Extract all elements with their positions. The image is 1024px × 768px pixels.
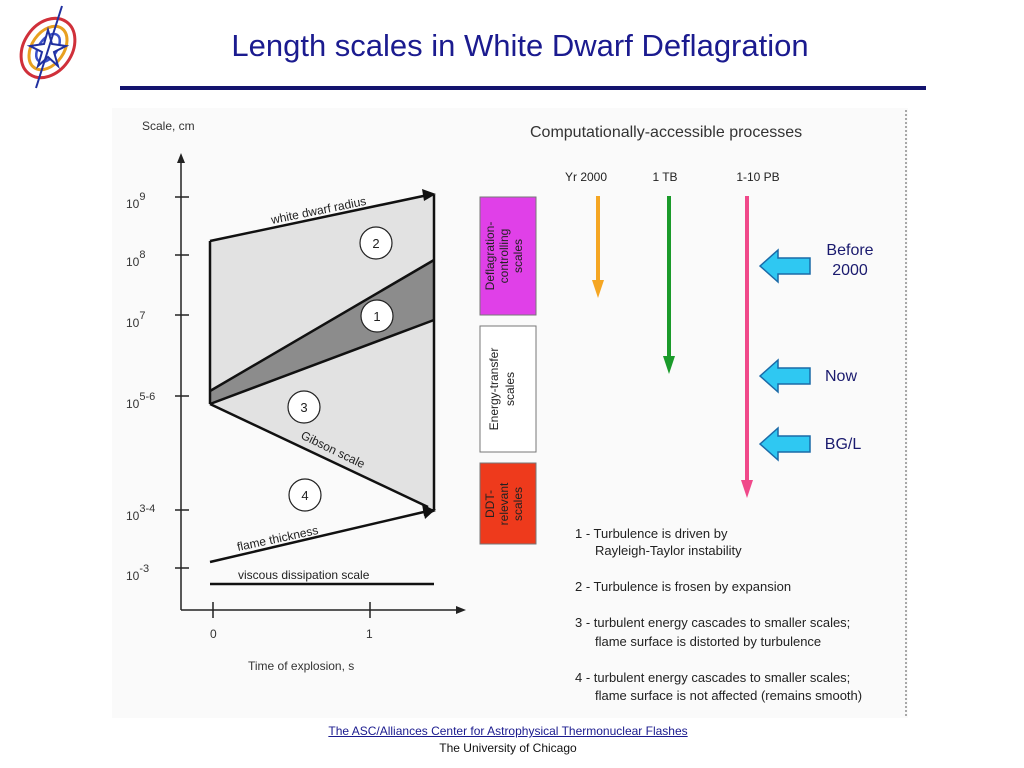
y-axis-label: Scale, cm [142, 119, 195, 133]
note-3-line-2: flame surface is distorted by turbulence [595, 634, 821, 649]
before-2000-arrow-icon [758, 248, 811, 284]
svg-text:scales: scales [511, 239, 525, 273]
svg-text:scales: scales [503, 372, 517, 406]
y-axis-arrowhead [177, 153, 185, 163]
y-tick-label-1e9: 109 [126, 191, 145, 211]
process-label-yr2000: Yr 2000 [565, 170, 607, 184]
note-4-line-2: flame surface is not affected (remains s… [595, 688, 862, 703]
x-tick-label-1: 1 [366, 627, 373, 641]
region-marker-4: 4 [288, 478, 322, 512]
y-tick-label-1e3-4: 103-4 [126, 503, 155, 523]
svg-text:controlling: controlling [497, 229, 511, 284]
white-dwarf-radius-line [209, 193, 429, 243]
viscous-dissipation-label: viscous dissipation scale [238, 568, 370, 582]
region-1-area [210, 260, 434, 404]
y-tick-label-1e5-6: 105-6 [126, 391, 155, 411]
now-arrow-icon [758, 358, 811, 394]
y-tick-label-1e-3: 10-3 [126, 563, 149, 583]
region-marker-2: 2 [359, 226, 393, 260]
footer-center-link[interactable]: The ASC/Alliances Center for Astrophysic… [328, 724, 688, 738]
region-boundary-lower [209, 318, 435, 406]
note-2-line-1: 2 - Turbulence is frosen by expansion [575, 579, 791, 594]
process-label-1tb: 1 TB [652, 170, 677, 184]
processes-title: Computationally-accessible processes [530, 124, 802, 141]
flame-arrowhead [423, 509, 436, 519]
slide-title: Length scales in White Dwarf Deflagratio… [231, 28, 809, 63]
region-boundary-upper [209, 258, 435, 393]
note-3-line-1: 3 - turbulent energy cascades to smaller… [575, 615, 850, 630]
flame-thickness-line [209, 509, 429, 564]
note-1-line-2: Rayleigh-Taylor instability [595, 543, 742, 558]
svg-text:Deflagration-: Deflagration- [483, 222, 497, 291]
x-axis-arrowhead [456, 606, 466, 614]
x-axis-label: Time of explosion, s [248, 659, 354, 673]
bgl-arrow-icon [758, 426, 811, 462]
region-marker-3: 3 [287, 390, 321, 424]
white-dwarf-arrowhead [422, 189, 436, 201]
svg-text:1: 1 [373, 309, 380, 324]
y-tick-label-1e8: 108 [126, 249, 145, 269]
y-tick-label-1e7: 107 [126, 310, 145, 330]
process-arrow-pb [741, 196, 753, 498]
ddt-box: DDT- relevant scales [479, 462, 537, 545]
note-1-line-1: 1 - Turbulence is driven by [575, 526, 728, 541]
region-marker-1: 1 [360, 299, 394, 333]
gibson-scale-line [209, 402, 429, 509]
svg-text:2: 2 [372, 236, 379, 251]
y-tick-marks [175, 196, 189, 569]
svg-text:relevant: relevant [497, 482, 511, 525]
x-tick-label-0: 0 [210, 627, 217, 641]
length-scales-figure: Scale, cm 109 108 107 105-6 103-4 10-3 0… [112, 108, 908, 718]
note-4-line-1: 4 - turbulent energy cascades to smaller… [575, 670, 850, 685]
bgl-label: BG/L [824, 436, 862, 453]
now-label: Now [824, 368, 857, 385]
svg-text:Energy-transfer: Energy-transfer [487, 348, 501, 431]
svg-text:4: 4 [301, 488, 308, 503]
deflagration-box: Deflagration- controlling scales [479, 196, 537, 316]
flash-center-logo [19, 5, 77, 89]
process-arrow-1tb [663, 196, 675, 374]
svg-text:3: 3 [300, 400, 307, 415]
title-underline [120, 86, 926, 90]
before-2000-label: Before 2000 [826, 242, 874, 279]
svg-text:DDT-: DDT- [483, 490, 497, 518]
region-3-area [210, 320, 434, 510]
process-label-pb: 1-10 PB [736, 170, 779, 184]
svg-text:scales: scales [511, 487, 525, 521]
energy-transfer-box: Energy-transfer scales [479, 325, 537, 453]
process-arrow-yr2000 [592, 196, 604, 298]
footer-institution: The University of Chicago [439, 741, 577, 755]
